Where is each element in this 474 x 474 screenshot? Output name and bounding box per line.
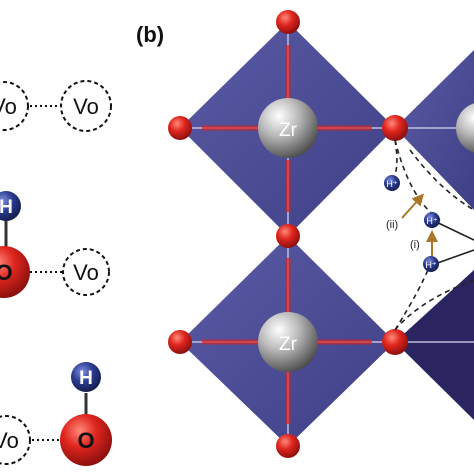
oxygen-atom — [382, 329, 408, 355]
hydrogen-label: H — [79, 368, 93, 389]
oxygen-label: O — [77, 428, 94, 453]
oxygen-atom — [168, 330, 192, 354]
hydrogen-ion — [423, 256, 439, 272]
dashed-path — [391, 139, 398, 181]
vacancy-circle — [62, 248, 110, 296]
zr-label: Zr — [279, 120, 298, 141]
zr-sphere — [258, 312, 318, 372]
row-vo-vo: Vo Vo — [0, 80, 112, 132]
migration-arrows — [401, 193, 438, 256]
bond-stubs — [202, 45, 372, 424]
vacancy-circle — [60, 80, 112, 132]
proton-label: H⁺ — [425, 260, 436, 270]
row-vo-oh: H Vo O — [0, 362, 112, 466]
path-label-i: (i) — [410, 239, 420, 251]
octahedron-right-bottom — [395, 270, 474, 420]
proton-upper: H⁺ — [384, 175, 400, 191]
zr-sphere — [258, 98, 318, 158]
path-label-ii: (ii) — [386, 219, 398, 231]
vacancy-circle — [0, 81, 29, 131]
oxygen-atom — [168, 116, 192, 140]
vacancy-circle — [0, 415, 31, 465]
octahedron-right-top — [395, 50, 474, 210]
bond-line — [431, 249, 474, 266]
zr-label: Zr — [279, 334, 298, 355]
oxygen-atom — [276, 10, 300, 34]
zr-atom-top: Zr — [258, 98, 318, 158]
hydrogen-ion — [384, 175, 400, 191]
lattice-oxygens — [168, 10, 408, 458]
zr-atom-bottom: Zr — [258, 312, 318, 372]
proton-middle: H⁺ — [424, 212, 440, 228]
oxygen-label: O — [0, 260, 13, 285]
arrow-ii — [401, 193, 425, 219]
dashed-path — [409, 149, 474, 211]
vacancy-label: Vo — [73, 260, 99, 285]
oxygen-atom — [276, 224, 300, 248]
vacancy-label: Vo — [0, 428, 19, 453]
proton-label: H⁺ — [426, 216, 437, 226]
zr-atom-right-partial — [456, 103, 474, 153]
proton-lower: H⁺ — [423, 256, 439, 272]
hydrogen-atom — [0, 191, 21, 221]
oxygen-atom — [0, 246, 30, 298]
proton-label: H⁺ — [386, 179, 397, 189]
vacancy-label: Vo — [73, 94, 99, 119]
dashed-path — [394, 279, 474, 331]
panel-label: (b) — [136, 22, 164, 47]
vacancy-label: Vo — [0, 94, 17, 119]
hydrogen-ion — [424, 212, 440, 228]
hydrogen-label: H — [0, 197, 13, 218]
oxygen-atom — [276, 434, 300, 458]
dashed-path — [394, 139, 441, 221]
oxygen-atom — [60, 414, 112, 466]
hydrogen-atom — [71, 362, 101, 392]
oxygen-atom — [382, 115, 408, 141]
left-column: Vo Vo H O Vo H Vo O — [0, 80, 112, 466]
octahedra — [180, 22, 474, 446]
row-oh-vo: H O Vo — [0, 191, 110, 298]
